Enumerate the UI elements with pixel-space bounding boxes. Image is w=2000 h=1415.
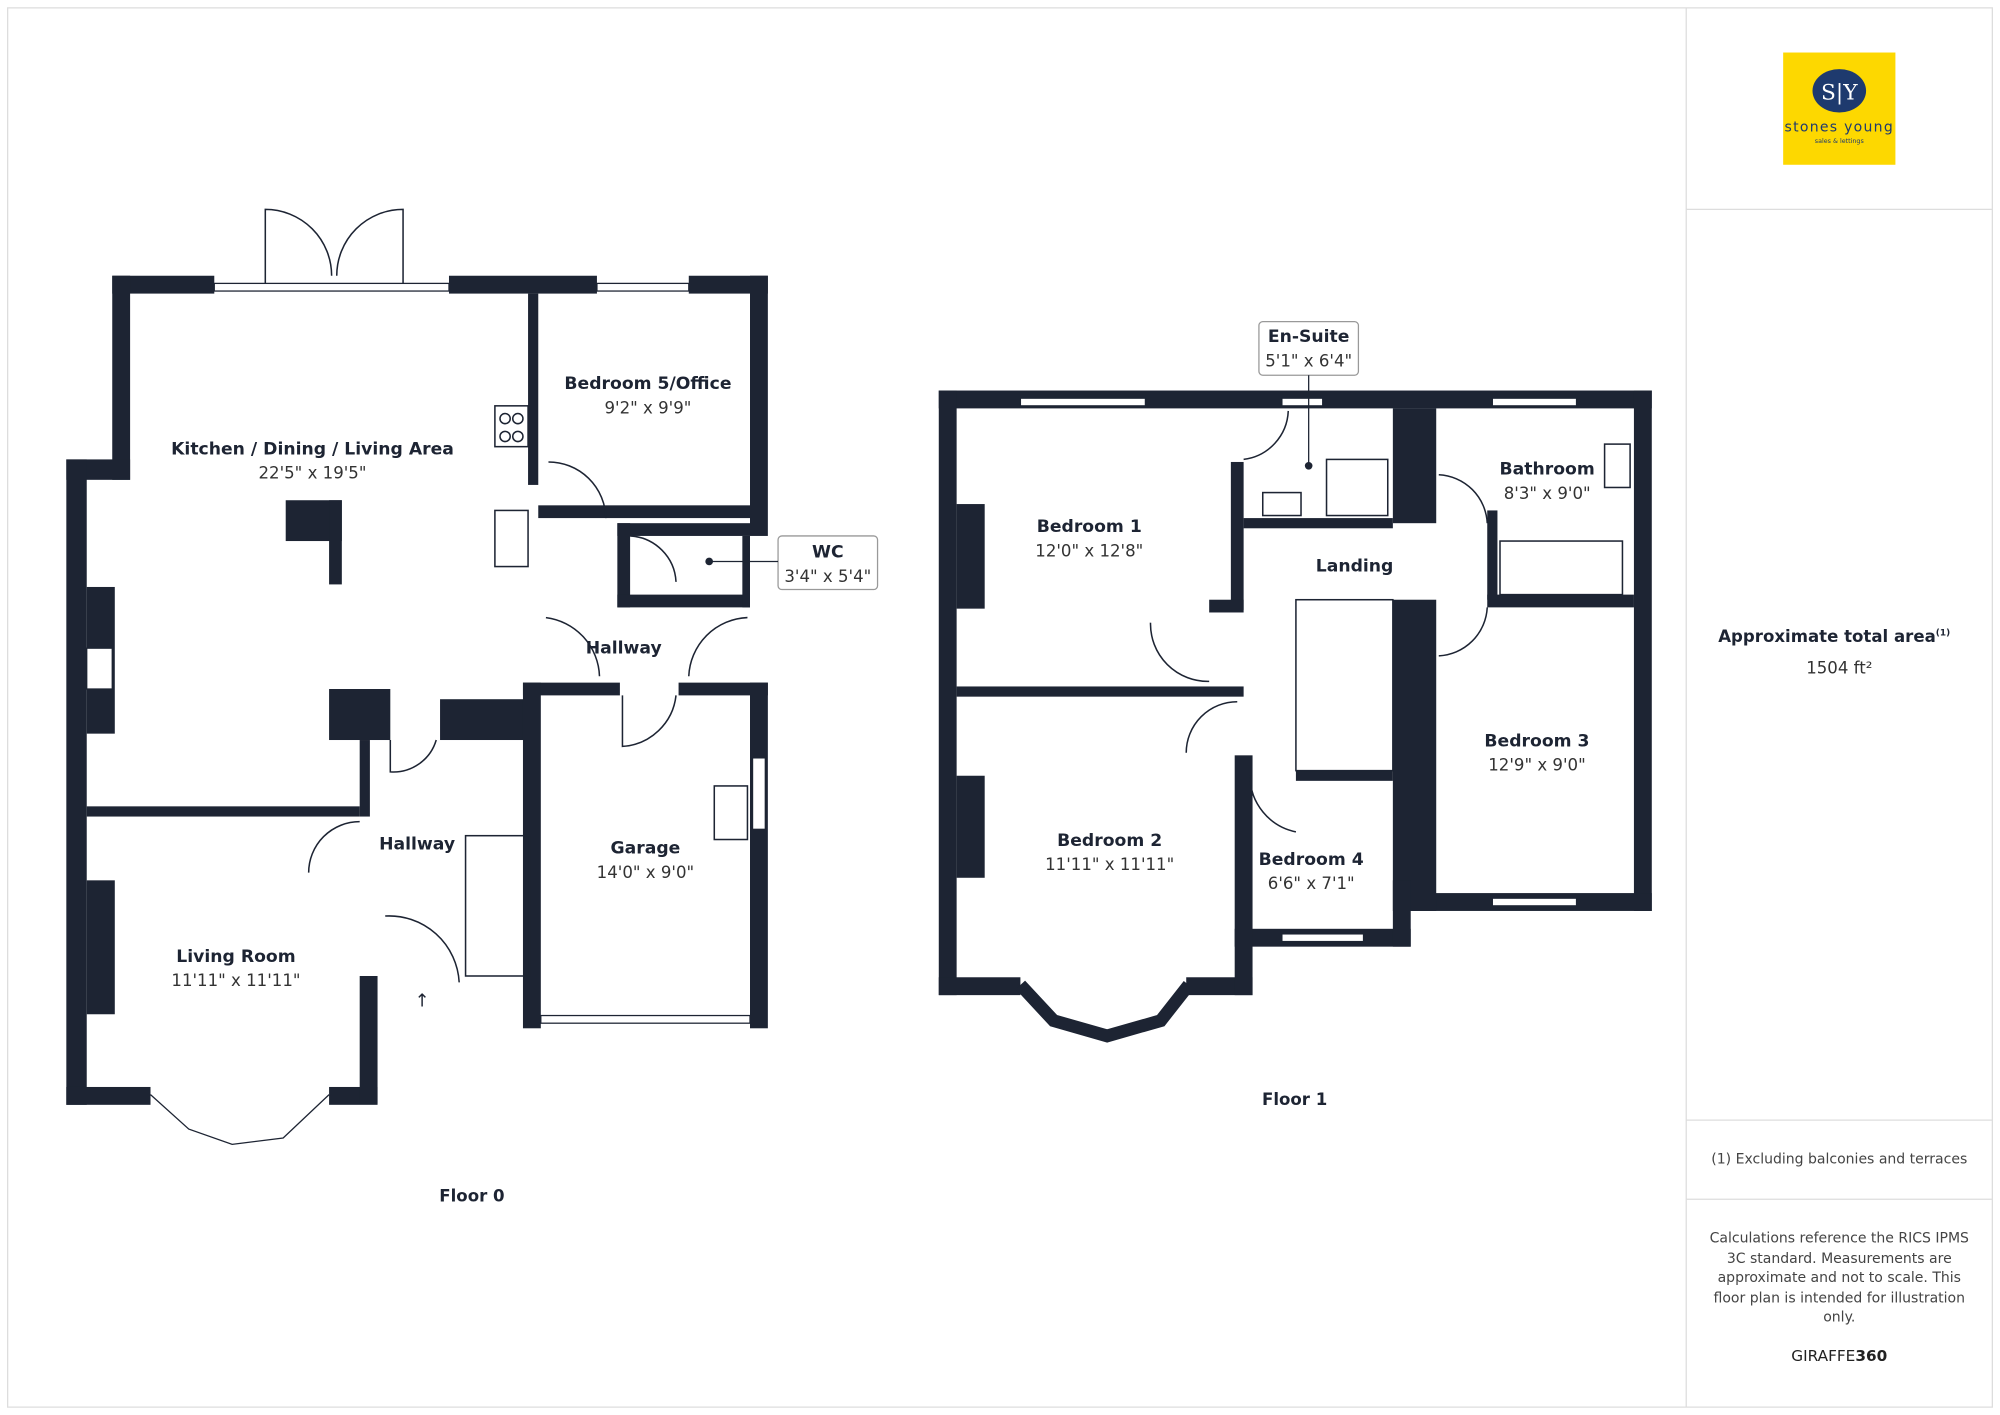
room-bedroom-2: Bedroom 2 11'11" x 11'11"	[1045, 831, 1174, 874]
room-wc: WC 3'4" x 5'4"	[705, 535, 879, 591]
floor-label: Floor 1	[1262, 1090, 1327, 1109]
floor-label: Floor 0	[439, 1187, 504, 1206]
room-garage: Garage 14'0" x 9'0"	[597, 839, 694, 882]
svg-text:6'6" x 7'1": 6'6" x 7'1"	[1268, 874, 1355, 893]
svg-text:14'0" x 9'0": 14'0" x 9'0"	[597, 863, 694, 882]
room-bedroom-3: Bedroom 3 12'9" x 9'0"	[1484, 731, 1589, 774]
svg-text:Bedroom 5/Office: Bedroom 5/Office	[564, 374, 731, 394]
svg-text:Calculations reference the RIC: Calculations reference the RICS IPMS	[1710, 1231, 1969, 1247]
room-bathroom: Bathroom 8'3" x 9'0"	[1500, 460, 1595, 503]
svg-text:Hallway: Hallway	[379, 835, 455, 855]
svg-text:Bedroom 2: Bedroom 2	[1057, 831, 1162, 851]
svg-text:Hallway: Hallway	[586, 638, 662, 658]
footnote: (1) Excluding balconies and terraces	[1711, 1151, 1967, 1167]
svg-text:9'2" x 9'9": 9'2" x 9'9"	[605, 398, 692, 417]
giraffe360-brand: GIRAFFE360	[1791, 1347, 1887, 1365]
svg-text:8'3" x 9'0": 8'3" x 9'0"	[1504, 484, 1591, 503]
svg-text:12'9" x 9'0": 12'9" x 9'0"	[1488, 756, 1585, 775]
room-bedroom-5: Bedroom 5/Office 9'2" x 9'9"	[564, 374, 731, 417]
svg-text:Bedroom 3: Bedroom 3	[1484, 731, 1589, 751]
agency-logo: S|Y stones young sales & lettings	[1783, 52, 1896, 165]
room-bedroom-4: Bedroom 4 6'6" x 7'1"	[1259, 850, 1364, 893]
room-living-room: Living Room 11'11" x 11'11"	[171, 947, 300, 990]
svg-text:Landing: Landing	[1316, 557, 1394, 577]
area-title: Approximate total area(1)	[1718, 627, 1950, 646]
svg-text:approximate and not to scale.: approximate and not to scale. This	[1718, 1270, 1961, 1286]
svg-text:22'5" x 19'5": 22'5" x 19'5"	[258, 464, 366, 483]
svg-text:Garage: Garage	[611, 839, 681, 859]
svg-text:Kitchen / Dining / Living Area: Kitchen / Dining / Living Area	[171, 439, 454, 459]
disclaimer: Calculations reference the RICS IPMS 3C …	[1710, 1231, 1969, 1326]
svg-text:3C standard. Measurements are: 3C standard. Measurements are	[1727, 1251, 1952, 1267]
room-kitchen: Kitchen / Dining / Living Area 22'5" x 19…	[171, 439, 454, 482]
svg-text:11'11" x 11'11": 11'11" x 11'11"	[1045, 855, 1174, 874]
svg-text:only.: only.	[1823, 1310, 1855, 1326]
room-en-suite: En-Suite 5'1" x 6'4"	[1258, 321, 1360, 470]
svg-text:3'4" x 5'4": 3'4" x 5'4"	[784, 567, 871, 586]
room-bedroom-1: Bedroom 1 12'0" x 12'8"	[1035, 517, 1143, 560]
svg-text:Bedroom 4: Bedroom 4	[1259, 850, 1364, 870]
room-landing: Landing	[1316, 557, 1394, 577]
area-value: 1504 ft²	[1806, 659, 1872, 678]
floor-0-plan: ↑ Floor 0 Kitchen / Dining / Living Area…	[66, 208, 879, 1206]
svg-text:En-Suite: En-Suite	[1268, 327, 1350, 347]
svg-text:Living Room: Living Room	[176, 947, 295, 967]
svg-text:12'0" x 12'8": 12'0" x 12'8"	[1035, 541, 1143, 560]
svg-text:stones young: stones young	[1785, 120, 1894, 136]
svg-text:sales & lettings: sales & lettings	[1815, 137, 1864, 145]
svg-text:floor plan is intended for ill: floor plan is intended for illustration	[1714, 1291, 1966, 1307]
svg-text:S|Y: S|Y	[1821, 81, 1858, 106]
page-border	[7, 7, 1993, 1408]
svg-text:Bedroom 1: Bedroom 1	[1037, 517, 1142, 537]
svg-text:5'1" x 6'4": 5'1" x 6'4"	[1265, 351, 1352, 370]
svg-text:WC: WC	[812, 543, 844, 563]
svg-text:↑: ↑	[415, 991, 430, 1012]
svg-text:Bathroom: Bathroom	[1500, 460, 1595, 480]
room-hallway: Hallway	[379, 835, 455, 855]
svg-text:11'11" x 11'11": 11'11" x 11'11"	[171, 971, 300, 990]
room-hallway: Hallway	[586, 638, 662, 658]
floor-1-plan: Floor 1 En-Suite 5'1" x 6'4" Bedroom 1 12'…	[938, 321, 1652, 1109]
